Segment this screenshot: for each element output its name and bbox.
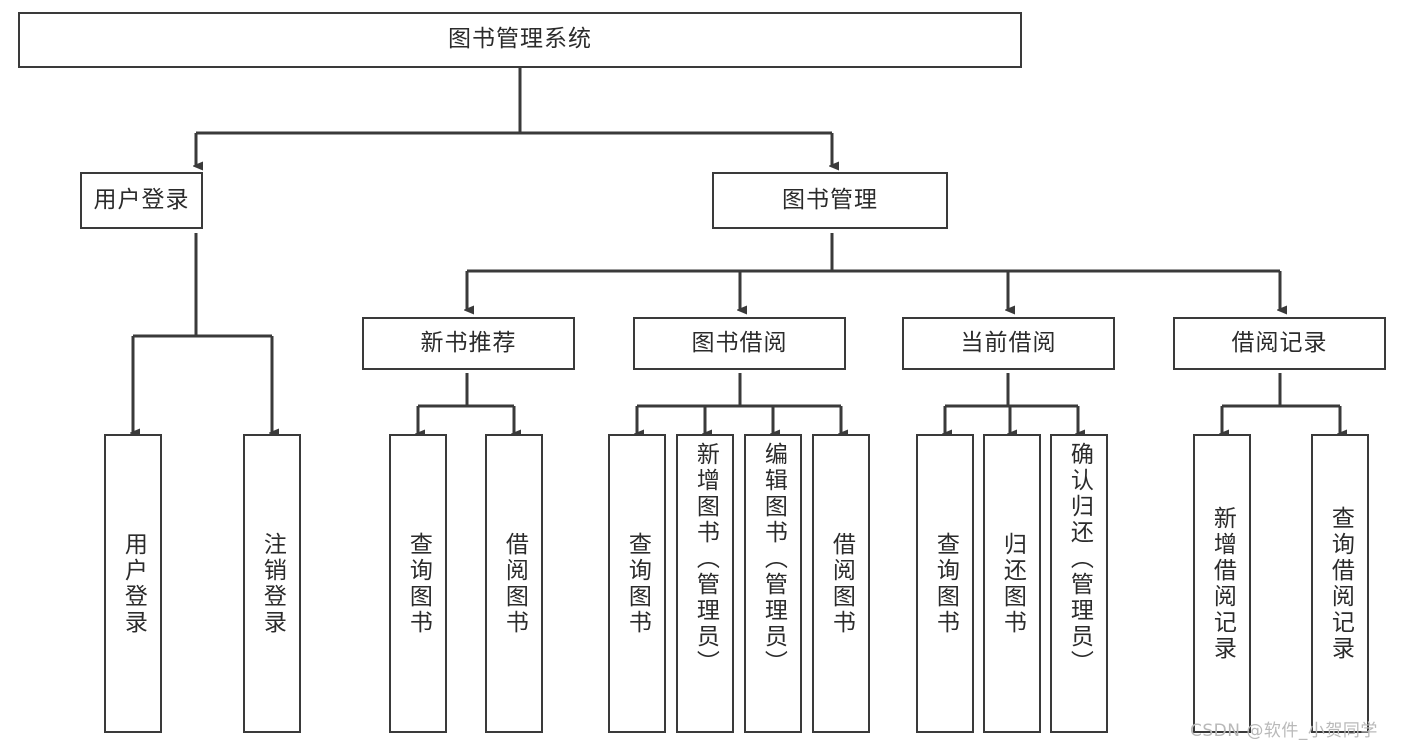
node-leaf-add-record[interactable]: 新增借阅记录: [1193, 434, 1251, 733]
node-leaf-query-book-2-label: 查询图书: [624, 531, 651, 636]
node-book-management-label: 图书管理: [782, 186, 878, 213]
node-new-book-recommend-label: 新书推荐: [420, 329, 517, 356]
node-user-login[interactable]: 用户登录: [80, 172, 203, 229]
node-leaf-borrow-book-1[interactable]: 借阅图书: [485, 434, 543, 733]
node-leaf-user-login-label: 用户登录: [120, 531, 147, 636]
node-borrow-record-label: 借阅记录: [1231, 329, 1328, 356]
node-leaf-user-logout[interactable]: 注销登录: [243, 434, 301, 733]
node-new-book-recommend[interactable]: 新书推荐: [362, 317, 575, 370]
node-leaf-return-book[interactable]: 归还图书: [983, 434, 1041, 733]
node-leaf-user-login[interactable]: 用户登录: [104, 434, 162, 733]
node-leaf-return-book-label: 归还图书: [999, 531, 1026, 636]
node-leaf-add-record-label: 新增借阅记录: [1209, 505, 1236, 662]
node-leaf-user-logout-label: 注销登录: [259, 531, 286, 636]
node-leaf-edit-book-label: 编辑图书（管理员）: [760, 442, 787, 676]
node-leaf-query-book-1[interactable]: 查询图书: [389, 434, 447, 733]
node-root-label: 图书管理系统: [448, 26, 592, 53]
node-leaf-borrow-book-2-label: 借阅图书: [828, 531, 855, 636]
node-borrow-record[interactable]: 借阅记录: [1173, 317, 1386, 370]
node-leaf-query-record[interactable]: 查询借阅记录: [1311, 434, 1369, 733]
node-leaf-query-book-3[interactable]: 查询图书: [916, 434, 974, 733]
node-leaf-confirm-return[interactable]: 确认归还（管理员）: [1050, 434, 1108, 733]
node-leaf-query-book-3-label: 查询图书: [932, 531, 959, 636]
node-leaf-query-record-label: 查询借阅记录: [1327, 505, 1354, 662]
node-user-login-label: 用户登录: [93, 186, 190, 213]
node-current-borrow-label: 当前借阅: [960, 329, 1057, 356]
node-leaf-edit-book[interactable]: 编辑图书（管理员）: [744, 434, 802, 733]
node-leaf-add-book-label: 新增图书（管理员）: [692, 442, 719, 676]
node-leaf-confirm-return-label: 确认归还（管理员）: [1066, 442, 1093, 676]
node-leaf-query-book-2[interactable]: 查询图书: [608, 434, 666, 733]
node-leaf-borrow-book-1-label: 借阅图书: [501, 531, 528, 636]
node-book-borrow-label: 图书借阅: [691, 329, 788, 356]
node-leaf-add-book[interactable]: 新增图书（管理员）: [676, 434, 734, 733]
node-root[interactable]: 图书管理系统: [18, 12, 1022, 68]
node-leaf-borrow-book-2[interactable]: 借阅图书: [812, 434, 870, 733]
node-book-borrow[interactable]: 图书借阅: [633, 317, 846, 370]
node-current-borrow[interactable]: 当前借阅: [902, 317, 1115, 370]
node-book-management[interactable]: 图书管理: [712, 172, 948, 229]
node-leaf-query-book-1-label: 查询图书: [405, 531, 432, 636]
csdn-watermark: CSDN @软件_小贺同学: [1190, 721, 1378, 741]
